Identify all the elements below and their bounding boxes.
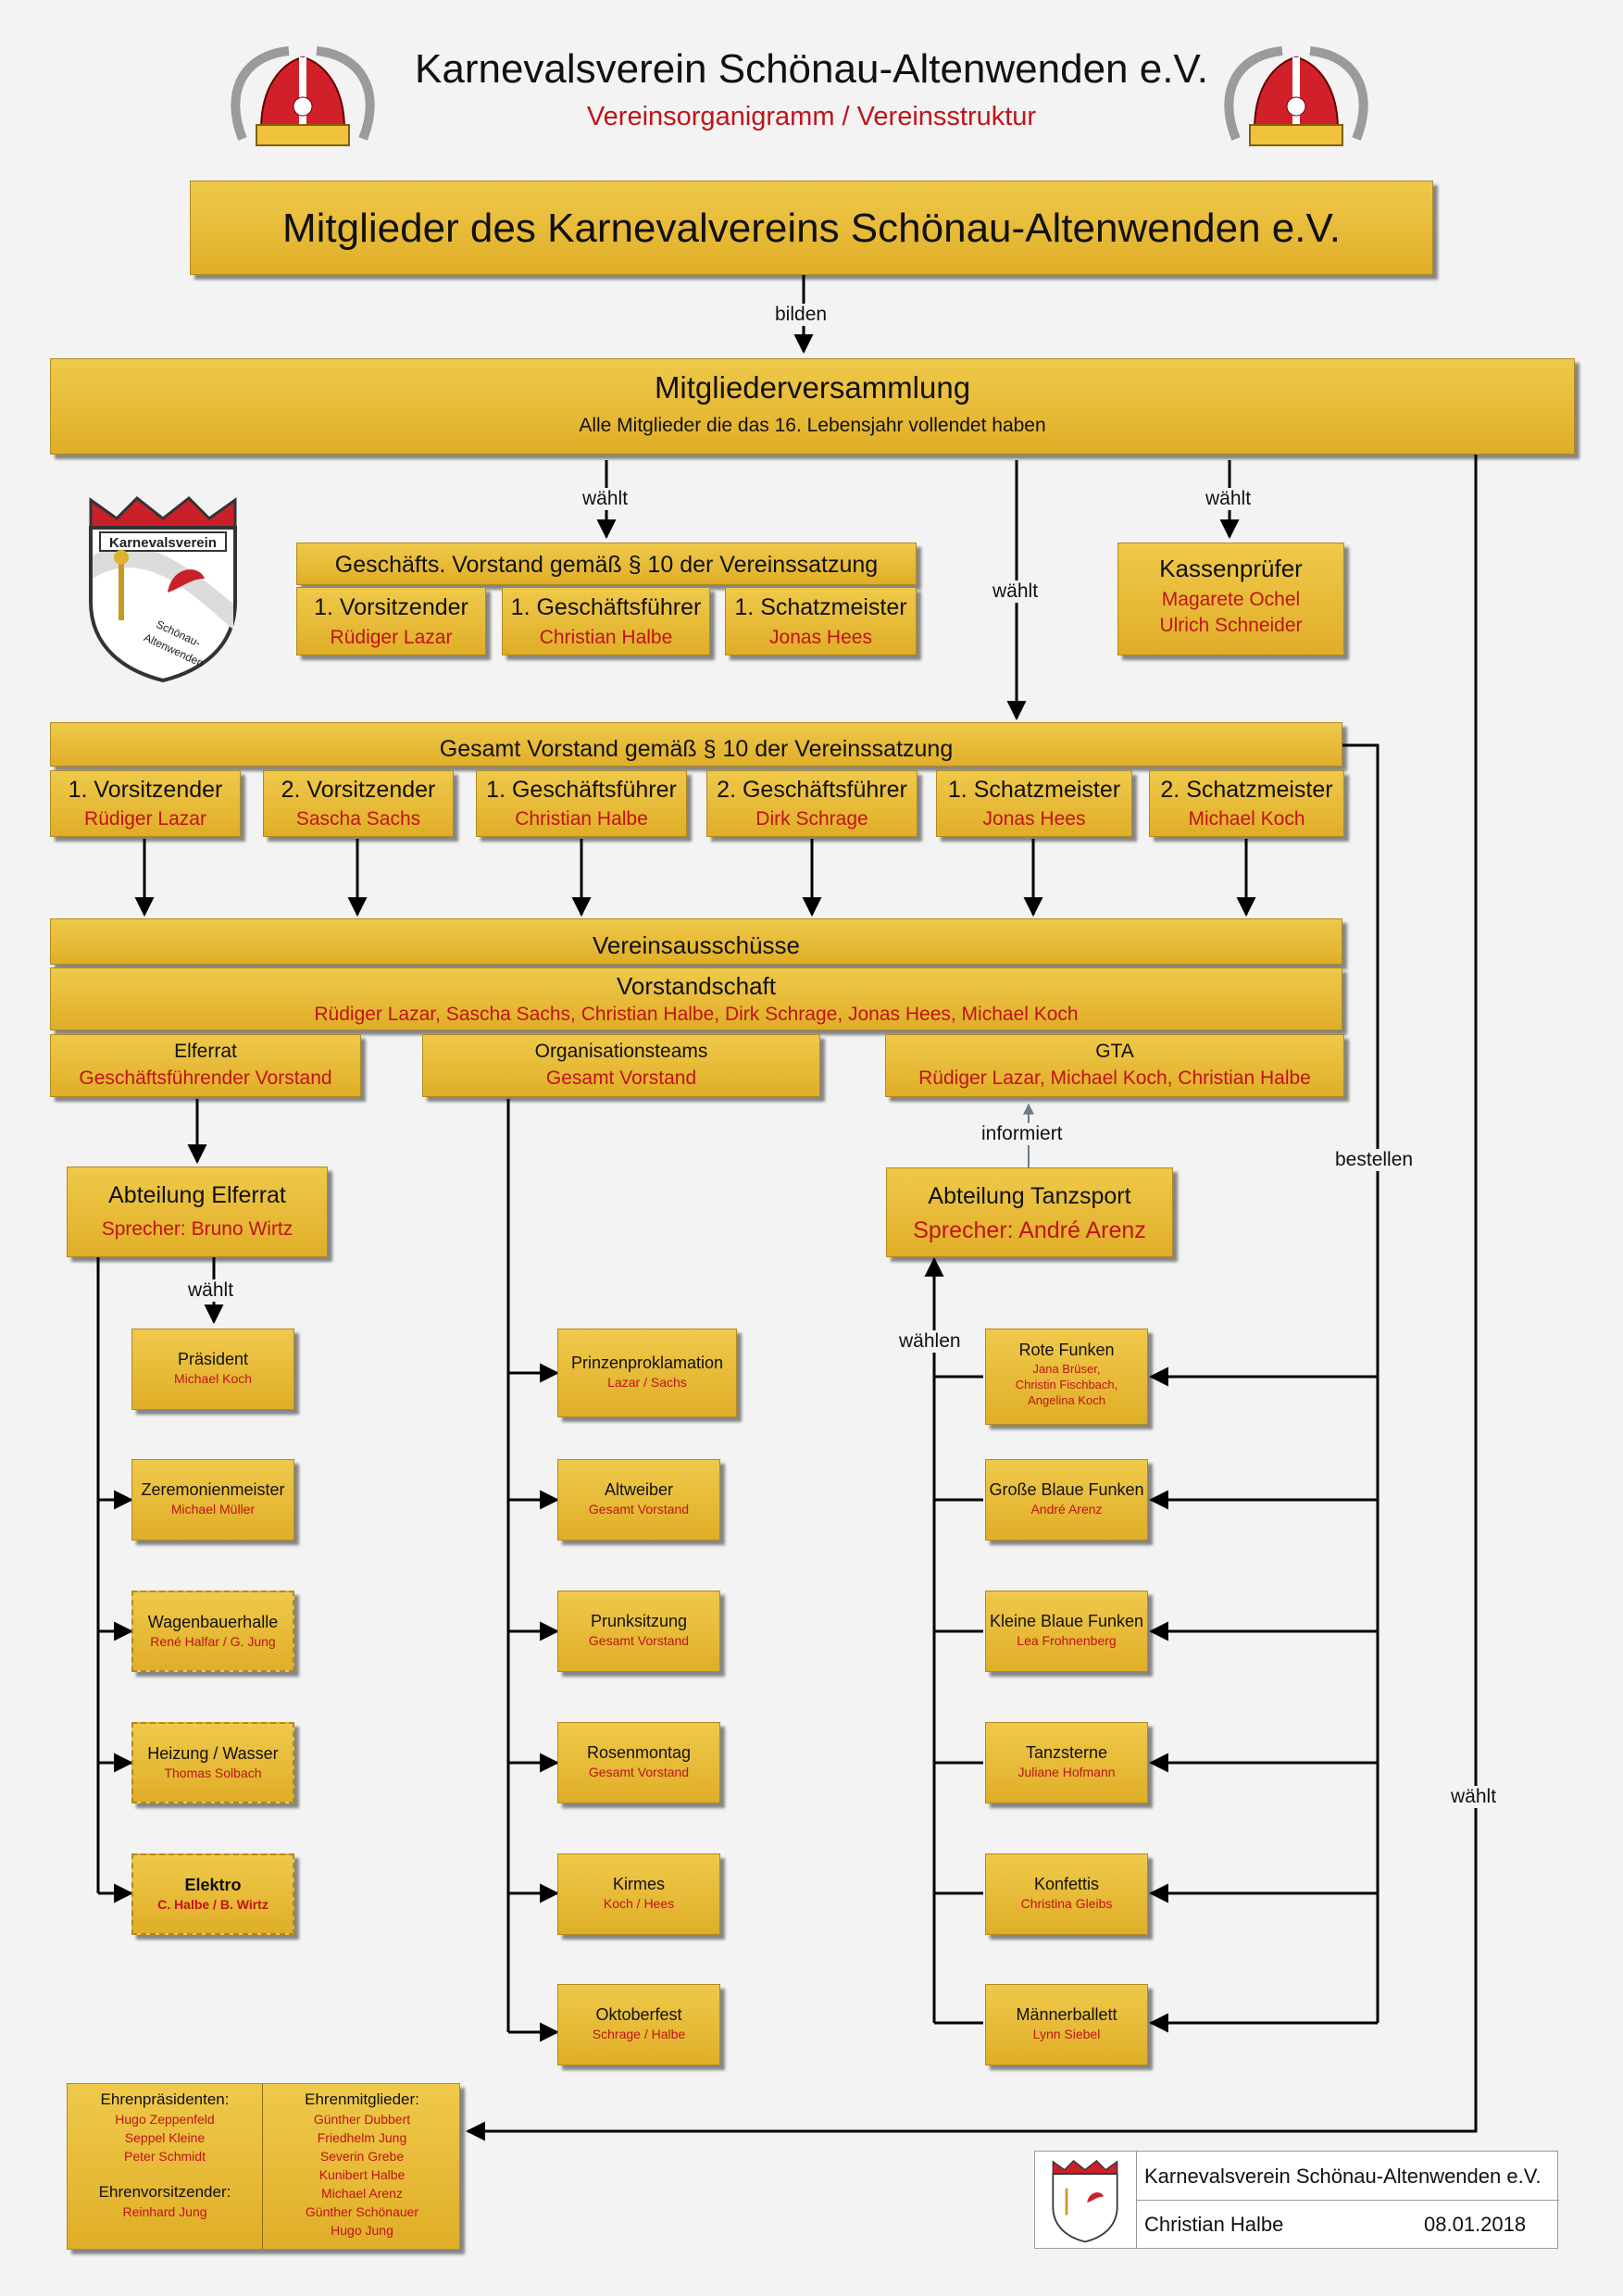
footer-org: Karnevalsverein Schönau-Altenwenden e.V.	[1144, 2165, 1542, 2188]
label-waehlt-exec: wählt	[581, 488, 630, 510]
org-item: Rosenmontag Gesamt Vorstand	[557, 1722, 720, 1803]
header: Karnevalsverein Schönau-Altenwenden e.V.…	[0, 46, 1623, 132]
dept-dance: Abteilung Tanzsport Sprecher: André Aren…	[886, 1167, 1173, 1257]
footer-block: Karnevalsverein Schönau-Altenwenden e.V.…	[1034, 2151, 1559, 2249]
dance-item: Tanzsterne Juliane Hofmann	[985, 1722, 1148, 1803]
page-subtitle: Vereinsorganigramm / Vereinsstruktur	[586, 102, 1037, 131]
dance-item: Rote Funken Jana Brüser, Christin Fischb…	[985, 1329, 1148, 1425]
org-item: Altweiber Gesamt Vorstand	[557, 1459, 720, 1541]
committee-elferrat: Elferrat Geschäftsführender Vorstand	[50, 1034, 361, 1097]
label-bilden: bilden	[773, 304, 830, 326]
footer-logo	[1052, 2159, 1118, 2243]
board-member: 2. Geschäftsführer Dirk Schrage	[706, 770, 918, 837]
elferrat-item: Heizung / Wasser Thomas Solbach	[131, 1722, 294, 1803]
dance-item: Große Blaue Funken André Arenz	[985, 1459, 1148, 1541]
org-item: Kirmes Koch / Hees	[557, 1853, 720, 1935]
footer-author: Christian Halbe	[1144, 2213, 1284, 2236]
label-waehlt-auditors: wählt	[1204, 488, 1254, 510]
label-bestellen: bestellen	[1333, 1149, 1416, 1171]
label-waehlt-praesident: wählt	[186, 1279, 236, 1302]
dance-item: Kleine Blaue Funken Lea Frohnenberg	[985, 1591, 1148, 1672]
label-waehlen: wählen	[897, 1330, 963, 1353]
full-board-header: Gesamt Vorstand gemäß § 10 der Vereinssa…	[50, 722, 1342, 767]
committee-gta: GTA Rüdiger Lazar, Michael Koch, Christi…	[885, 1034, 1344, 1097]
board-committee: Vorstandschaft Rüdiger Lazar, Sascha Sac…	[50, 967, 1342, 1030]
exec-member: 1. Vorsitzender Rüdiger Lazar	[296, 587, 486, 655]
label-waehlt-board: wählt	[991, 580, 1041, 603]
jester-cap-left-icon	[231, 46, 375, 146]
dept-elferrat: Abteilung Elferrat Sprecher: Bruno Wirtz	[67, 1167, 328, 1257]
assembly-title: Mitgliederversammlung	[654, 370, 971, 405]
page-title: Karnevalsverein Schönau-Altenwenden e.V.	[415, 46, 1208, 92]
dance-item: Männerballett Lynn Siebel	[985, 1984, 1148, 2065]
board-member: 1. Vorsitzender Rüdiger Lazar	[50, 770, 241, 837]
elferrat-item: Elektro C. Halbe / B. Wirtz	[131, 1853, 294, 1935]
org-item: Oktoberfest Schrage / Halbe	[557, 1984, 720, 2065]
auditors-box: Kassenprüfer Magarete Ochel Ulrich Schne…	[1117, 543, 1344, 655]
elferrat-item: Wagenbauerhalle René Halfar / G. Jung	[131, 1591, 294, 1672]
org-item: Prunksitzung Gesamt Vorstand	[557, 1591, 720, 1672]
elferrat-item: Präsident Michael Koch	[131, 1329, 294, 1410]
jester-cap-right-icon	[1224, 46, 1368, 146]
exec-board-header: Geschäfts. Vorstand gemäß § 10 der Verei…	[296, 543, 917, 585]
assembly-box: Mitgliederversammlung Alle Mitglieder di…	[50, 358, 1575, 455]
members-box: Mitglieder des Karnevalvereins Schönau-A…	[190, 181, 1433, 275]
label-waehlt-honorary: wählt	[1449, 1786, 1499, 1808]
svg-text:Karnevalsverein: Karnevalsverein	[109, 535, 217, 551]
committee-org-teams: Organisationsteams Gesamt Vorstand	[422, 1034, 820, 1097]
board-member: 1. Geschäftsführer Christian Halbe	[476, 770, 687, 837]
assembly-subtitle: Alle Mitglieder die das 16. Lebensjahr v…	[579, 415, 1046, 436]
honorary-box: Ehrenpräsidenten: Hugo Zeppenfeld Seppel…	[67, 2083, 460, 2250]
board-member: 1. Schatzmeister Jonas Hees	[936, 770, 1132, 837]
committees-header: Vereinsausschüsse	[50, 918, 1342, 965]
club-logo: Karnevalsverein Schönau- Altenwenden	[89, 495, 237, 683]
dance-item: Konfettis Christina Gleibs	[985, 1853, 1148, 1935]
elferrat-item: Zeremonienmeister Michael Müller	[131, 1459, 294, 1541]
org-item: Prinzenproklamation Lazar / Sachs	[557, 1329, 737, 1417]
board-member: 2. Schatzmeister Michael Koch	[1149, 770, 1344, 837]
exec-member: 1. Schatzmeister Jonas Hees	[725, 587, 917, 655]
label-informiert: informiert	[980, 1123, 1065, 1145]
exec-member: 1. Geschäftsführer Christian Halbe	[502, 587, 710, 655]
footer-date: 08.01.2018	[1424, 2213, 1527, 2236]
board-member: 2. Vorsitzender Sascha Sachs	[263, 770, 454, 837]
